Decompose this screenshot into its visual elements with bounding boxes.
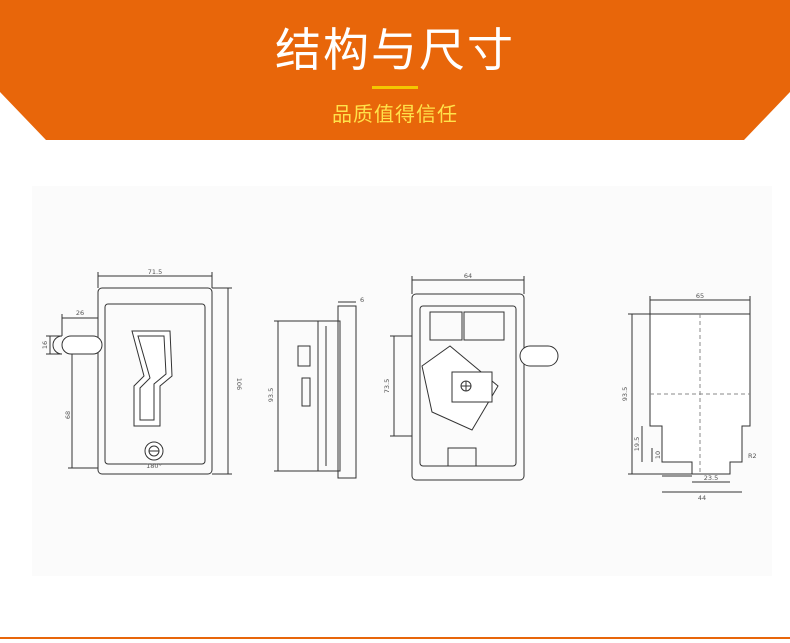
dim-back-width: 64 [464, 272, 472, 280]
dim-rotation: 180° [146, 462, 162, 470]
cutout-view [628, 296, 751, 493]
dim-corner-radius: R2 [748, 452, 757, 460]
dim-slot-width: 23.5 [704, 474, 718, 482]
front-view [46, 272, 232, 475]
technical-drawing: 71.5 26 106 16 68 180° 6 93.5 [41, 268, 757, 502]
dim-side-height: 93.5 [267, 388, 275, 402]
dim-notch-depth: 19.5 [633, 437, 641, 451]
dim-cutout-height: 93.5 [621, 387, 629, 401]
page-title: 结构与尺寸 [275, 23, 515, 77]
bottom-accent-line [0, 637, 790, 639]
dim-slot-outer: 44 [698, 494, 706, 502]
dim-back-height: 73.5 [383, 379, 391, 393]
dim-handle-offset: 26 [76, 309, 84, 317]
dim-notch-step: 10 [654, 451, 662, 459]
dim-side-depth: 6 [360, 296, 364, 304]
page-subtitle: 品质值得信任 [332, 102, 458, 126]
side-view [274, 301, 357, 479]
dim-lower-offset: 68 [64, 411, 72, 419]
dim-front-height: 106 [235, 378, 243, 390]
dim-handle-height: 16 [41, 341, 49, 349]
back-view [390, 276, 559, 481]
header-banner [0, 0, 790, 140]
technical-drawing-area: 71.5 26 106 16 68 180° 6 93.5 [32, 186, 772, 576]
title-underline [372, 86, 418, 89]
dim-front-width: 71.5 [148, 268, 162, 276]
dim-cutout-width: 65 [696, 292, 704, 300]
